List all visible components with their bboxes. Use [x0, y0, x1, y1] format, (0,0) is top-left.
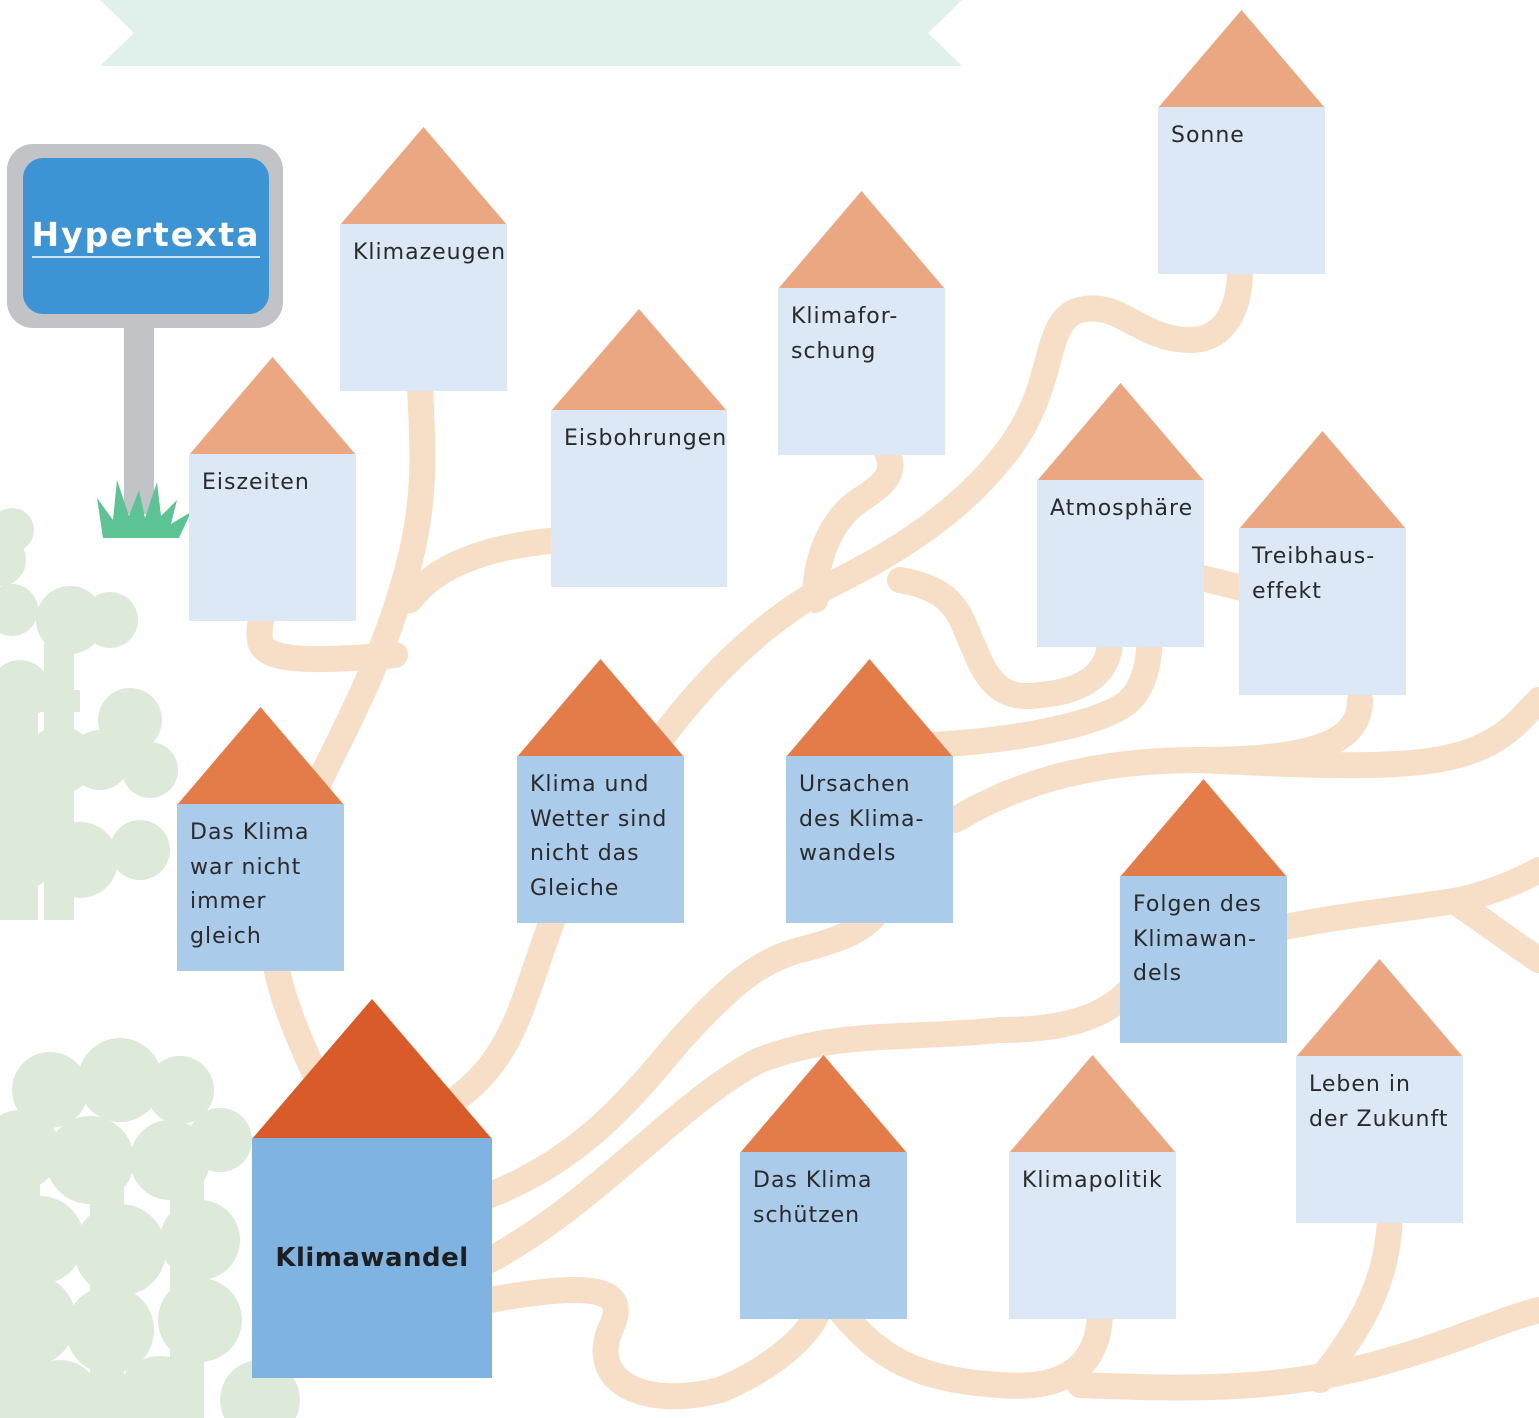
- house-label: Eiszeiten: [202, 470, 310, 495]
- signpost: Hypertexta: [7, 144, 283, 540]
- grass-icon: [97, 480, 191, 538]
- house-label: Klimazeugen: [353, 240, 507, 265]
- house-roof: [252, 999, 492, 1139]
- house-klimazeugen[interactable]: Klimazeugen: [340, 127, 507, 391]
- house-roof: [1296, 959, 1463, 1057]
- house-label: Klima und Wetter sind nicht das Gleiche: [530, 772, 668, 901]
- house-roof: [740, 1055, 907, 1153]
- house-label: Klimafor- schung: [791, 304, 899, 364]
- house-body: Treibhaus- effekt: [1239, 528, 1406, 695]
- sign-frame: Hypertexta: [7, 144, 283, 328]
- house-roof: [1009, 1055, 1176, 1153]
- house-label: Das Klima schützen: [753, 1168, 873, 1228]
- house-roof: [340, 127, 507, 225]
- house-label: Sonne: [1171, 123, 1245, 148]
- house-body: Eisbohrungen: [551, 410, 727, 587]
- sign-pole: [124, 324, 154, 514]
- house-klima-und-wetter[interactable]: Klima und Wetter sind nicht das Gleiche: [517, 659, 684, 923]
- house-body: Leben in der Zukunft: [1296, 1056, 1463, 1223]
- house-roof: [778, 191, 945, 289]
- house-label: Ursachen des Klima- wandels: [799, 772, 925, 866]
- house-klimapolitik[interactable]: Klimapolitik: [1009, 1055, 1176, 1319]
- trees: [0, 508, 300, 1418]
- house-body: Eiszeiten: [189, 454, 356, 621]
- house-label: Klimapolitik: [1022, 1168, 1163, 1193]
- house-treibhauseffekt[interactable]: Treibhaus- effekt: [1239, 431, 1406, 695]
- house-label: Treibhaus- effekt: [1252, 544, 1376, 604]
- house-body: Ursachen des Klima- wandels: [786, 756, 953, 923]
- sign-board: Hypertexta: [23, 158, 269, 314]
- house-label: Eisbohrungen: [564, 426, 728, 451]
- house-roof: [1120, 779, 1287, 877]
- house-roof: [1037, 383, 1204, 481]
- house-sonne[interactable]: Sonne: [1158, 10, 1325, 274]
- hypertexta-link[interactable]: Hypertexta: [31, 215, 261, 258]
- house-body: Klimapolitik: [1009, 1152, 1176, 1319]
- house-roof: [1158, 10, 1325, 108]
- paths: [246, 257, 1539, 1410]
- house-roof: [786, 659, 953, 757]
- house-ursachen-des-klimawandels[interactable]: Ursachen des Klima- wandels: [786, 659, 953, 923]
- house-klimaforschung[interactable]: Klimafor- schung: [778, 191, 945, 455]
- house-label: Folgen des Klimawan- dels: [1133, 892, 1262, 986]
- house-roof: [517, 659, 684, 757]
- house-label: Leben in der Zukunft: [1309, 1072, 1449, 1132]
- house-eiszeiten[interactable]: Eiszeiten: [189, 357, 356, 621]
- house-body: Folgen des Klimawan- dels: [1120, 876, 1287, 1043]
- house-body: Klimafor- schung: [778, 288, 945, 455]
- title-banner: [100, 0, 962, 66]
- house-label: Atmosphäre: [1050, 496, 1194, 521]
- house-body: Klimawandel: [252, 1138, 492, 1378]
- house-roof: [551, 309, 727, 411]
- house-roof: [189, 357, 356, 455]
- house-label: Klimawandel: [275, 1242, 469, 1273]
- house-body: Das Klima war nicht immer gleich: [177, 804, 344, 971]
- house-body: Klima und Wetter sind nicht das Gleiche: [517, 756, 684, 923]
- house-klimawandel[interactable]: Klimawandel: [252, 999, 492, 1378]
- house-roof: [177, 707, 344, 805]
- house-roof: [1239, 431, 1406, 529]
- house-body: Sonne: [1158, 107, 1325, 274]
- house-label: Das Klima war nicht immer gleich: [190, 820, 310, 949]
- house-eisbohrungen[interactable]: Eisbohrungen: [551, 309, 727, 587]
- house-body: Das Klima schützen: [740, 1152, 907, 1319]
- house-body: Atmosphäre: [1037, 480, 1204, 647]
- house-body: Klimazeugen: [340, 224, 507, 391]
- house-atmosphaere[interactable]: Atmosphäre: [1037, 383, 1204, 647]
- house-das-klima-war-nicht-immer-gleich[interactable]: Das Klima war nicht immer gleich: [177, 707, 344, 971]
- house-leben-in-der-zukunft[interactable]: Leben in der Zukunft: [1296, 959, 1463, 1223]
- house-folgen-des-klimawandels[interactable]: Folgen des Klimawan- dels: [1120, 779, 1287, 1043]
- house-das-klima-schuetzen[interactable]: Das Klima schützen: [740, 1055, 907, 1319]
